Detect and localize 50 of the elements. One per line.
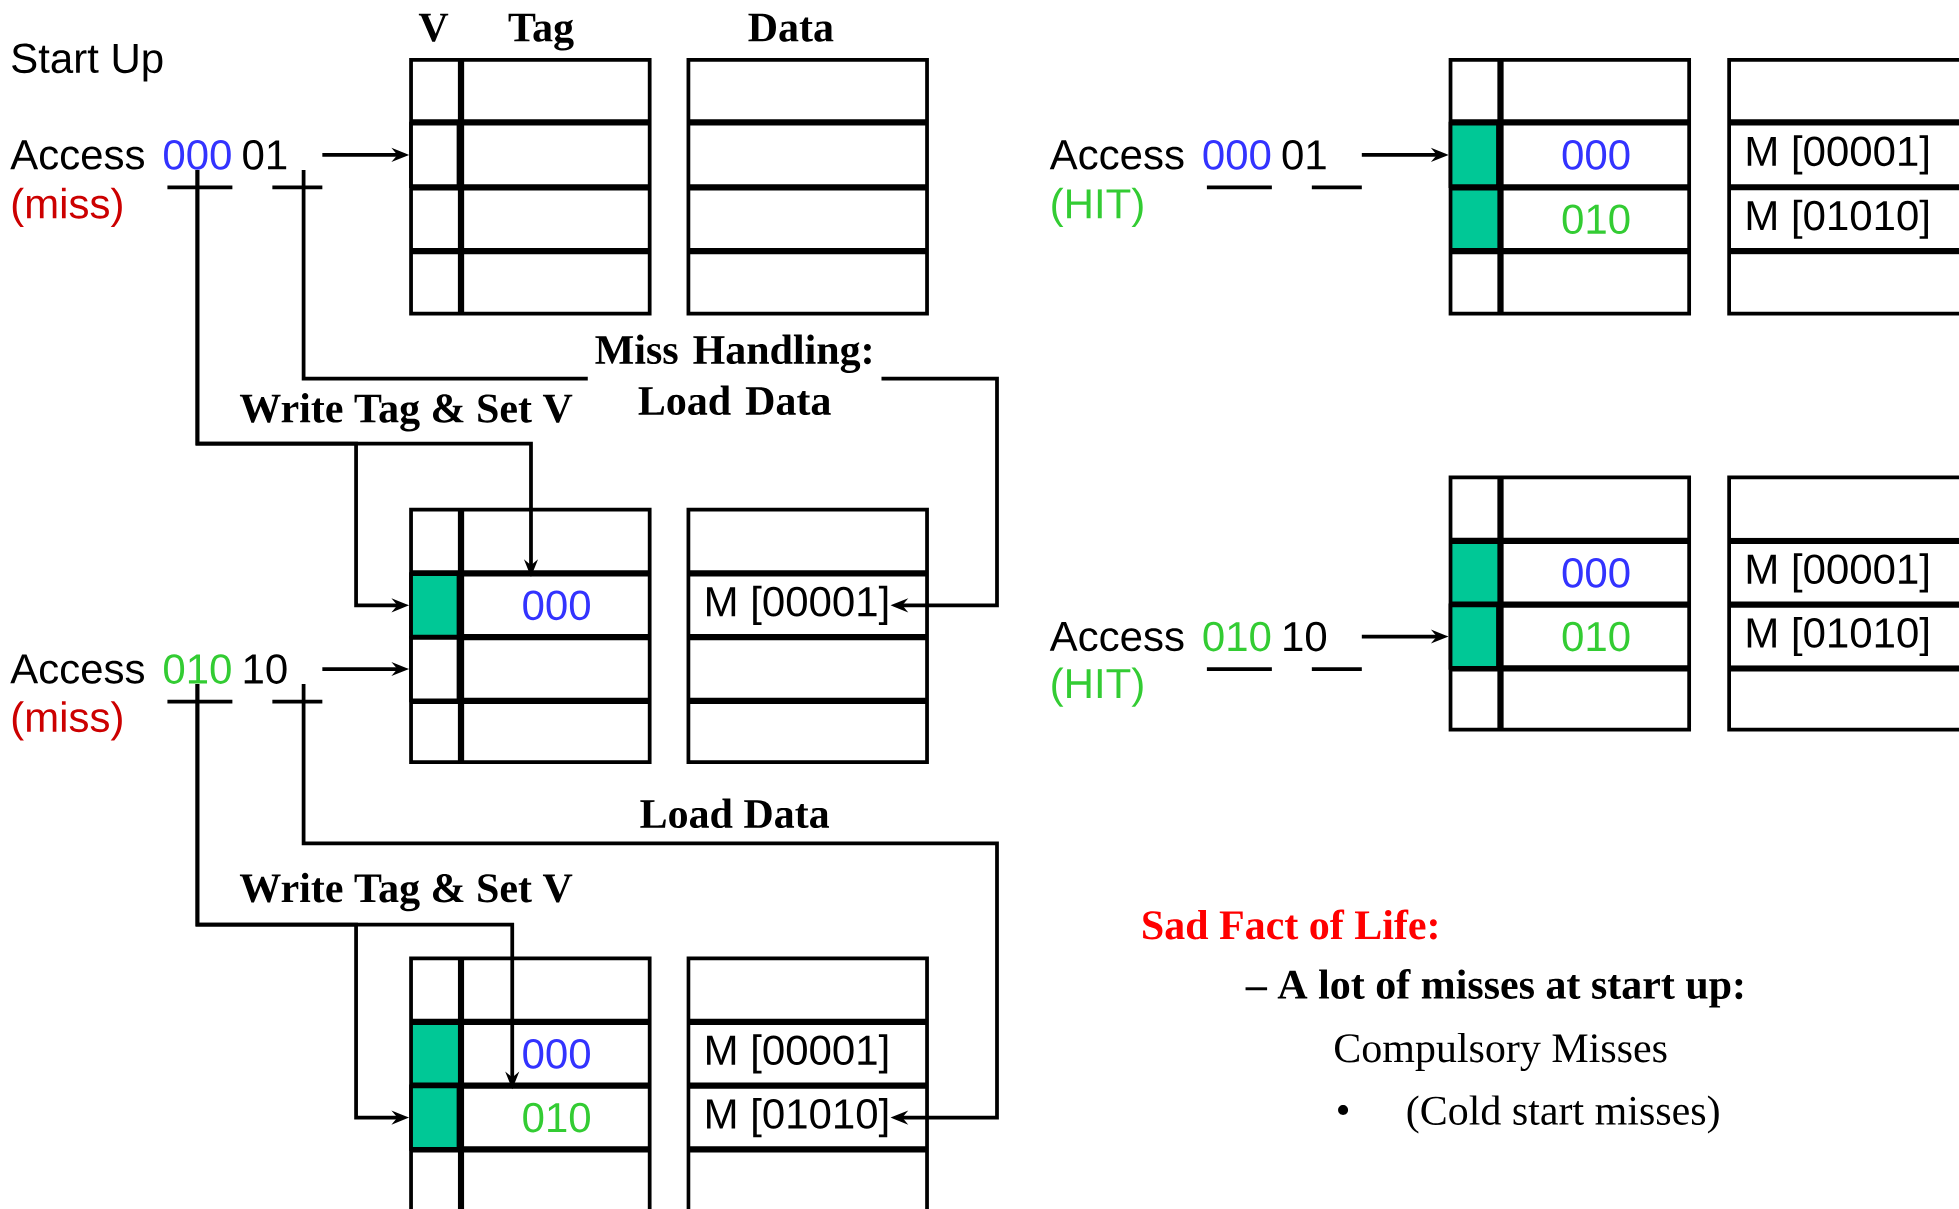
edge-label: Write Tag & Set V (239, 392, 573, 432)
valid-bit-cell (409, 1084, 461, 1151)
address-bits: 010 (164, 654, 233, 704)
address-bits: 000 (164, 139, 233, 190)
result-label: (miss) (12, 187, 122, 227)
note-text: (Cold start misses) (1407, 1095, 1719, 1134)
data-cell: M [01010] (1747, 616, 1928, 656)
column-header: Tag (508, 13, 574, 51)
column-header: Data (748, 13, 834, 42)
result-label: (HIT) (1052, 667, 1143, 707)
data-cell: M [00001] (1747, 553, 1928, 593)
result-label: (miss) (12, 701, 122, 741)
access-label: Access (10, 654, 144, 684)
result-label: (HIT) (1052, 187, 1143, 227)
data-cell: M [00001] (1747, 135, 1928, 175)
heading: Start Up (12, 43, 163, 82)
edge-label: Write Tag & Set V (239, 872, 573, 912)
tag-cell: 010 (523, 1102, 590, 1133)
data-cell: M [01010] (1747, 199, 1928, 239)
access-label: Access (1049, 140, 1184, 170)
note-heading: Sad Fact of Life: (1143, 909, 1437, 940)
address-bits: 01 (243, 139, 323, 190)
arrow (301, 683, 999, 1125)
access-label: Access (10, 140, 144, 170)
column-header: V (418, 13, 449, 42)
tag-cell: 000 (523, 590, 590, 620)
valid-bit-cell (409, 635, 461, 702)
valid-bit-cell (1448, 121, 1500, 188)
valid-bit-cell (409, 121, 461, 188)
tag-cell: 000 (1562, 557, 1630, 588)
address-bits: 010 (1203, 621, 1272, 671)
address-bits: 000 (1203, 139, 1272, 190)
edge-label: Load Data (640, 798, 829, 828)
note-text: Compulsory Misses (1335, 1032, 1667, 1071)
tag-cell: 000 (1562, 139, 1630, 170)
valid-bit-cell (409, 572, 461, 639)
tag-cell: 010 (1562, 621, 1630, 652)
data-cell: M [00001] (707, 585, 888, 625)
data-cell: M [00001] (707, 1034, 888, 1074)
data-cell: M [01010] (707, 1097, 888, 1137)
address-bits: 01 (1282, 139, 1362, 190)
bullet: • (1338, 1104, 1349, 1115)
address-bits: 10 (1284, 621, 1362, 671)
edge-label: Miss Handling: Load Data (595, 334, 871, 415)
valid-bit-cell (1448, 603, 1500, 670)
note-text: – A lot of misses at start up: (1245, 968, 1743, 1008)
tag-cell: 010 (1562, 204, 1630, 234)
tag-cell: 000 (523, 1038, 590, 1069)
address-bits: 10 (244, 654, 323, 704)
access-label: Access (1049, 621, 1184, 651)
